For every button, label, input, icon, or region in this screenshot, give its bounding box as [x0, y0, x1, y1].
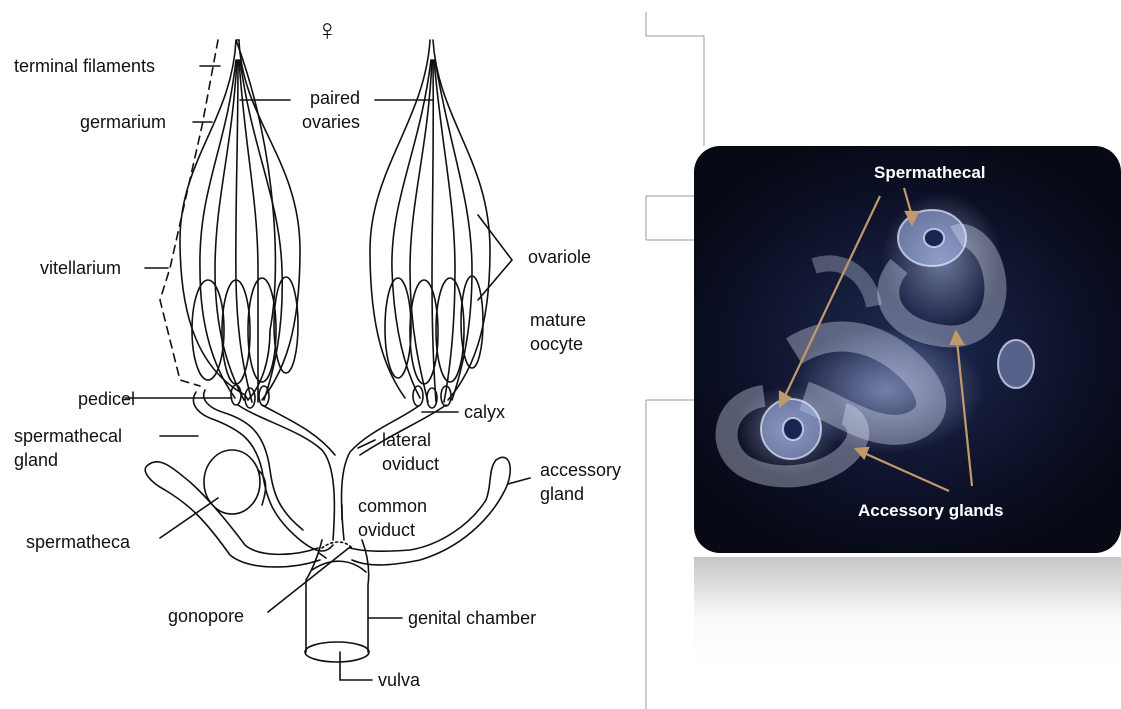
reproductive-system-diagram: ♀ terminal filaments germarium paired ov… — [0, 0, 650, 709]
label-common-oviduct-1: common — [358, 496, 427, 516]
label-paired-ovaries-1: paired — [310, 88, 360, 108]
label-spermathecal: Spermathecal — [874, 163, 986, 182]
label-mature-oocyte-1: mature — [530, 310, 586, 330]
label-pedicel: pedicel — [78, 389, 135, 409]
label-gonopore: gonopore — [168, 606, 244, 626]
microscopy-photo: Spermathecal Accessory glands — [694, 146, 1121, 553]
photo-reflection — [694, 557, 1121, 667]
female-symbol: ♀ — [316, 14, 339, 47]
label-germarium: germarium — [80, 112, 166, 132]
label-genital-chamber: genital chamber — [408, 608, 536, 628]
label-lateral-oviduct-1: lateral — [382, 430, 431, 450]
label-terminal-filaments: terminal filaments — [14, 56, 155, 76]
label-accessory-gland-1: accessory — [540, 460, 621, 480]
label-mature-oocyte-2: oocyte — [530, 334, 583, 354]
label-vulva: vulva — [378, 670, 421, 690]
photo-overlay: Spermathecal Accessory glands — [694, 146, 1121, 553]
label-vitellarium: vitellarium — [40, 258, 121, 278]
label-ovariole: ovariole — [528, 247, 591, 267]
label-spermathecal-gland-1: spermathecal — [14, 426, 122, 446]
label-accessory-glands: Accessory glands — [858, 501, 1004, 520]
label-common-oviduct-2: oviduct — [358, 520, 415, 540]
label-accessory-gland-2: gland — [540, 484, 584, 504]
label-lateral-oviduct-2: oviduct — [382, 454, 439, 474]
label-spermatheca: spermatheca — [26, 532, 131, 552]
label-spermathecal-gland-2: gland — [14, 450, 58, 470]
label-paired-ovaries-2: ovaries — [302, 112, 360, 132]
label-calyx: calyx — [464, 402, 505, 422]
